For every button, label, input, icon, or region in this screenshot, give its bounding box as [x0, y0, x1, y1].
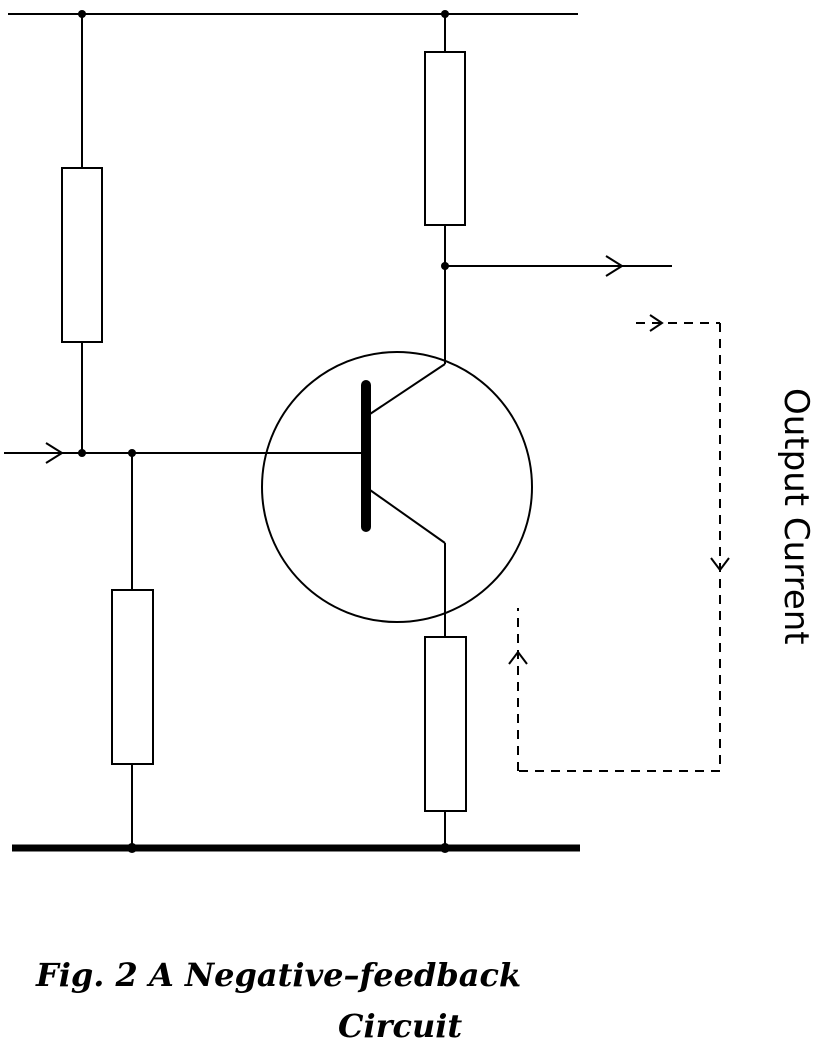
- junction-dot: [78, 449, 86, 457]
- figure-caption: Fig. 2 A Negative–feedback: [36, 956, 522, 994]
- junction-dot: [78, 10, 86, 18]
- current-arrow-right-icon: [649, 314, 664, 332]
- collector-resistor: [424, 51, 466, 226]
- emitter-resistor: [424, 636, 467, 812]
- output-arrow-icon: [605, 255, 624, 277]
- junction-dot: [128, 449, 136, 457]
- figure-caption-continued: Circuit: [338, 1007, 463, 1045]
- transistor-emitter-lead: [369, 489, 446, 544]
- output-current-label: Output Current: [776, 388, 816, 645]
- junction-dot: [441, 10, 449, 18]
- upper-bias-resistor: [61, 167, 103, 343]
- junction-dot: [440, 843, 450, 853]
- lower-bias-resistor: [111, 589, 154, 765]
- transistor-envelope: [261, 351, 533, 623]
- input-arrow-icon: [45, 442, 64, 464]
- junction-dot: [127, 843, 137, 853]
- current-arrow-up-icon: [508, 650, 528, 665]
- junction-dot: [441, 262, 449, 270]
- current-arrow-down-icon: [710, 557, 730, 572]
- transistor-collector-lead: [369, 363, 446, 415]
